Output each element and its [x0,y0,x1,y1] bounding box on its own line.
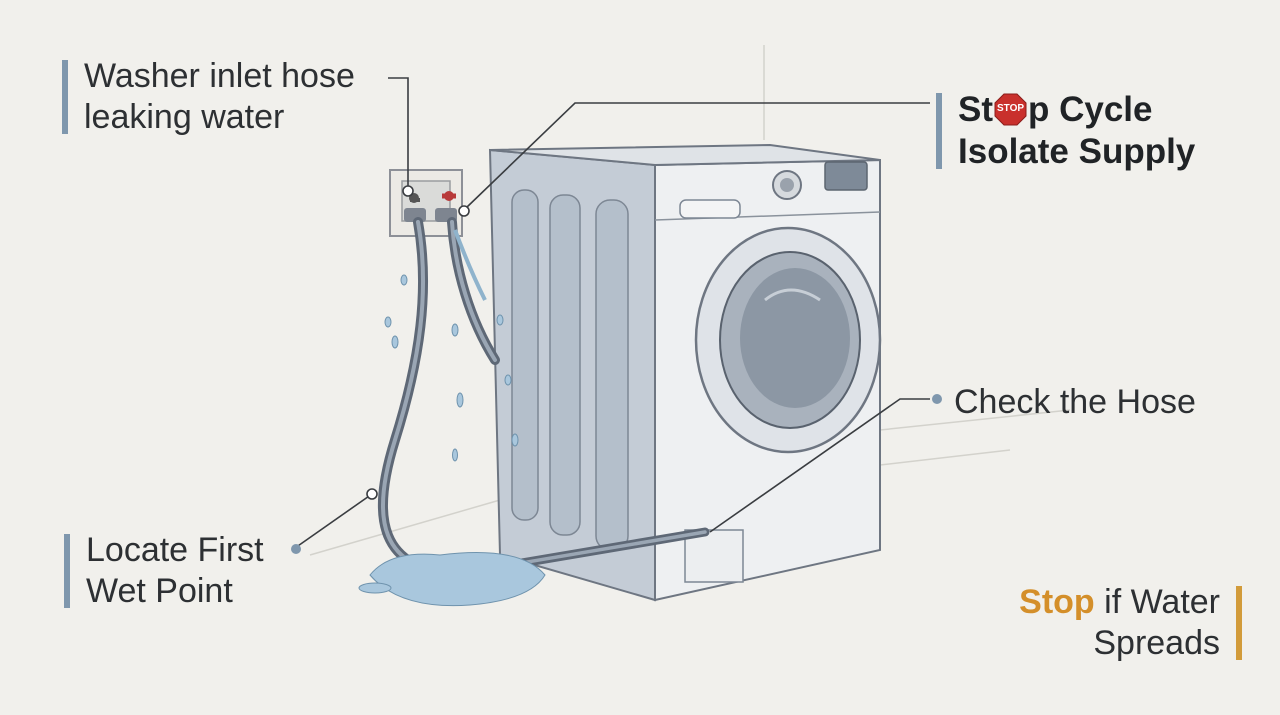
locate-line2: Wet Point [86,571,233,610]
check-text: Check the Hose [954,383,1196,421]
water-puddle [358,229,546,607]
inlet-line1: Washer inlet hose [84,57,355,95]
spreads-rest: if Water [1094,583,1220,621]
callout-bar [1236,586,1242,660]
locate-line1: Locate First [86,531,264,569]
inlet-line2: leaking water [84,97,285,136]
washing-machine [488,143,882,602]
water-valves [389,169,463,237]
spreads-line2: Spreads [1093,623,1220,662]
callout-bar [62,60,68,134]
callout-bar [936,93,942,169]
stop-cycle-line2: Isolate Supply [958,132,1196,171]
callout-check-hose: Check the Hose [954,382,1196,423]
stop-accent: Stop [1019,583,1095,621]
locate-dot [291,544,301,554]
spreads-line1: Stop if Water [1019,582,1220,623]
stop-sign-icon: STOP [994,93,1027,126]
callout-bar [64,534,70,608]
leader-lines [294,77,930,549]
room-lines [309,45,1071,556]
callout-locate-wet-point: Locate First Wet Point [64,530,264,612]
check-dot [932,394,942,404]
callout-inlet-hose: Washer inlet hose leaking water [62,56,355,138]
callout-stop-if-spreads: Stop if Water Spreads [1019,582,1242,664]
